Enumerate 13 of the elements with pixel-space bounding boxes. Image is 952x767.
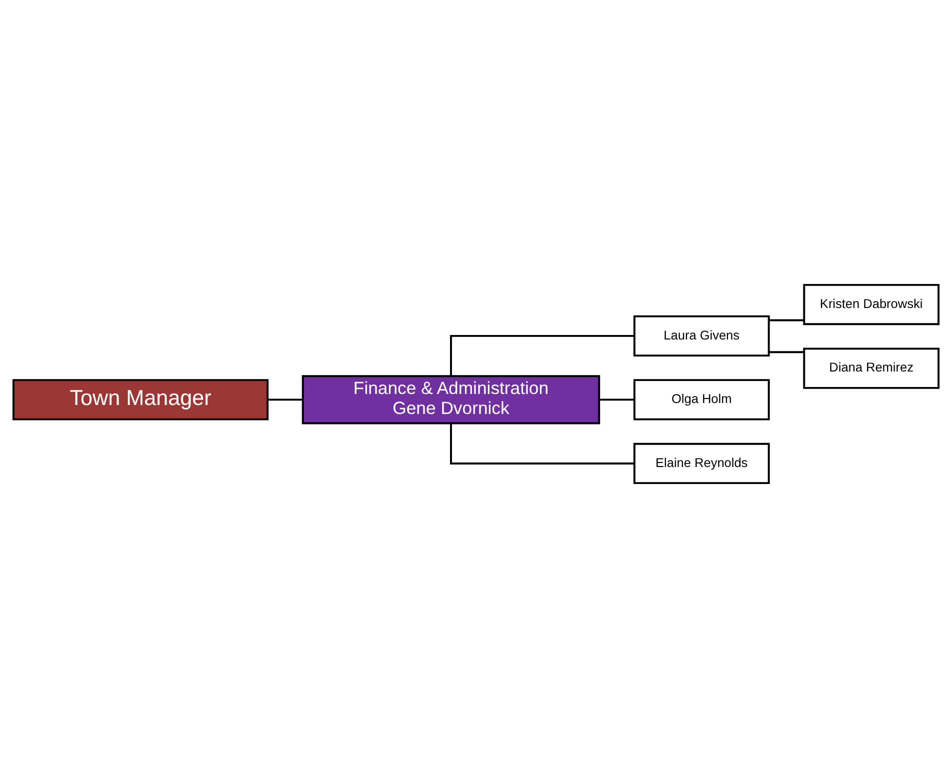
node-box: Kristen Dabrowski [803, 283, 940, 325]
connector [599, 398, 634, 400]
node-box: Diana Remirez [803, 347, 940, 388]
connector [268, 398, 303, 400]
node-box: Finance & Administration Gene Dvornick [302, 374, 600, 424]
connector [769, 350, 804, 353]
connector [769, 318, 804, 321]
node-box: Town Manager [12, 378, 269, 420]
connector [450, 422, 634, 464]
node-box: Elaine Reynolds [633, 442, 770, 484]
node-box: Laura Givens [633, 314, 770, 356]
node-box: Olga Holm [633, 378, 770, 420]
connector [450, 334, 634, 376]
